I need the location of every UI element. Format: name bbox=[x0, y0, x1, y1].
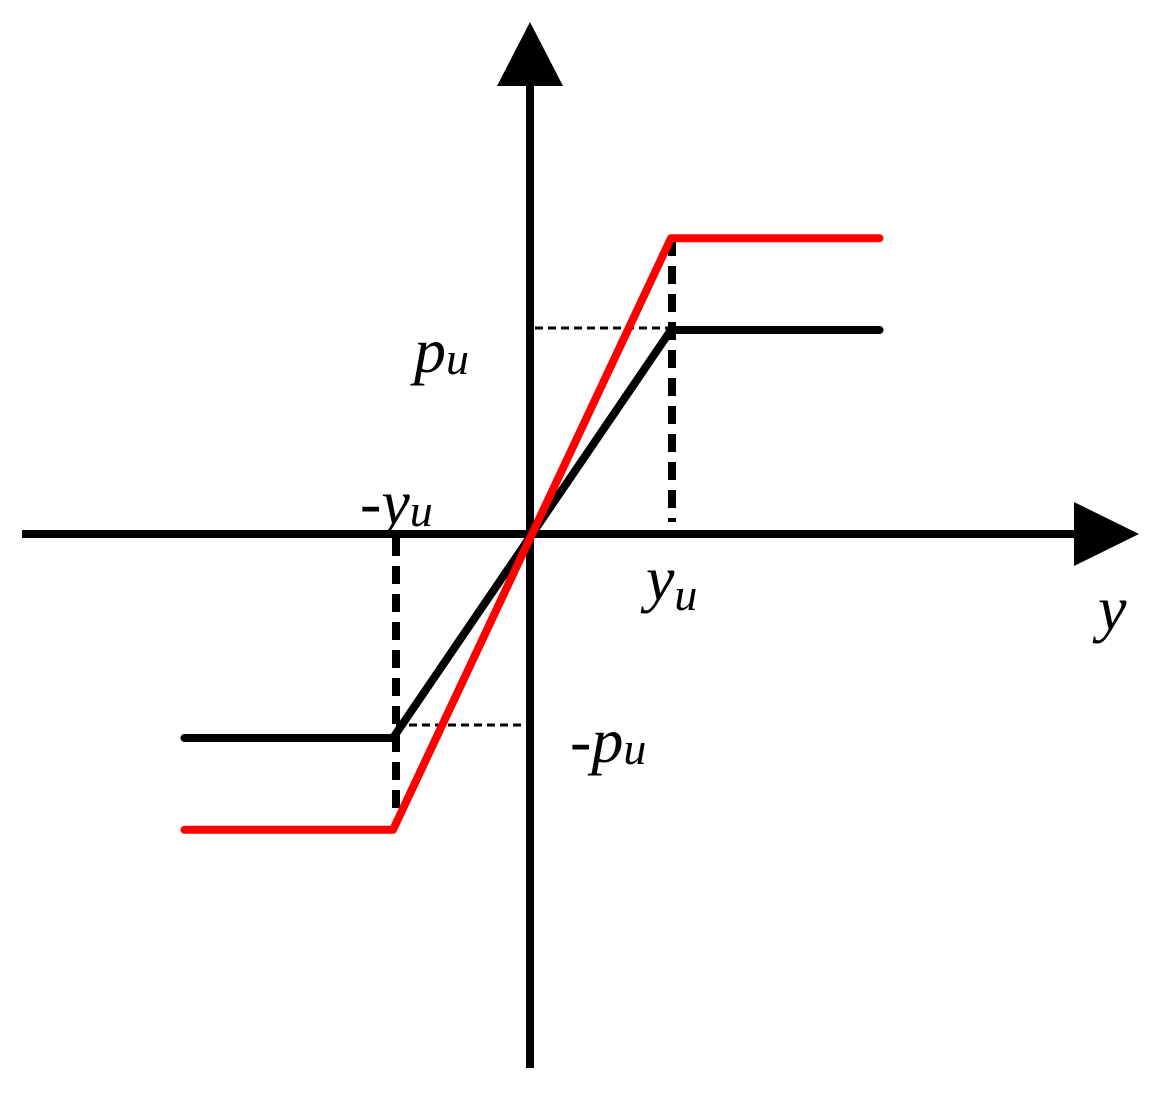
neg-pu-label: -pu bbox=[570, 705, 646, 776]
pu-label: pu bbox=[410, 315, 469, 386]
stiff-curve-red bbox=[180, 234, 884, 834]
curves-group bbox=[180, 234, 884, 834]
x-axis-label: y bbox=[1092, 573, 1127, 644]
neg-yu-label: -yu bbox=[360, 467, 433, 538]
x-axis-arrowhead bbox=[1074, 502, 1139, 566]
y-axis-arrowhead bbox=[497, 22, 563, 86]
yu-label: yu bbox=[640, 543, 697, 620]
